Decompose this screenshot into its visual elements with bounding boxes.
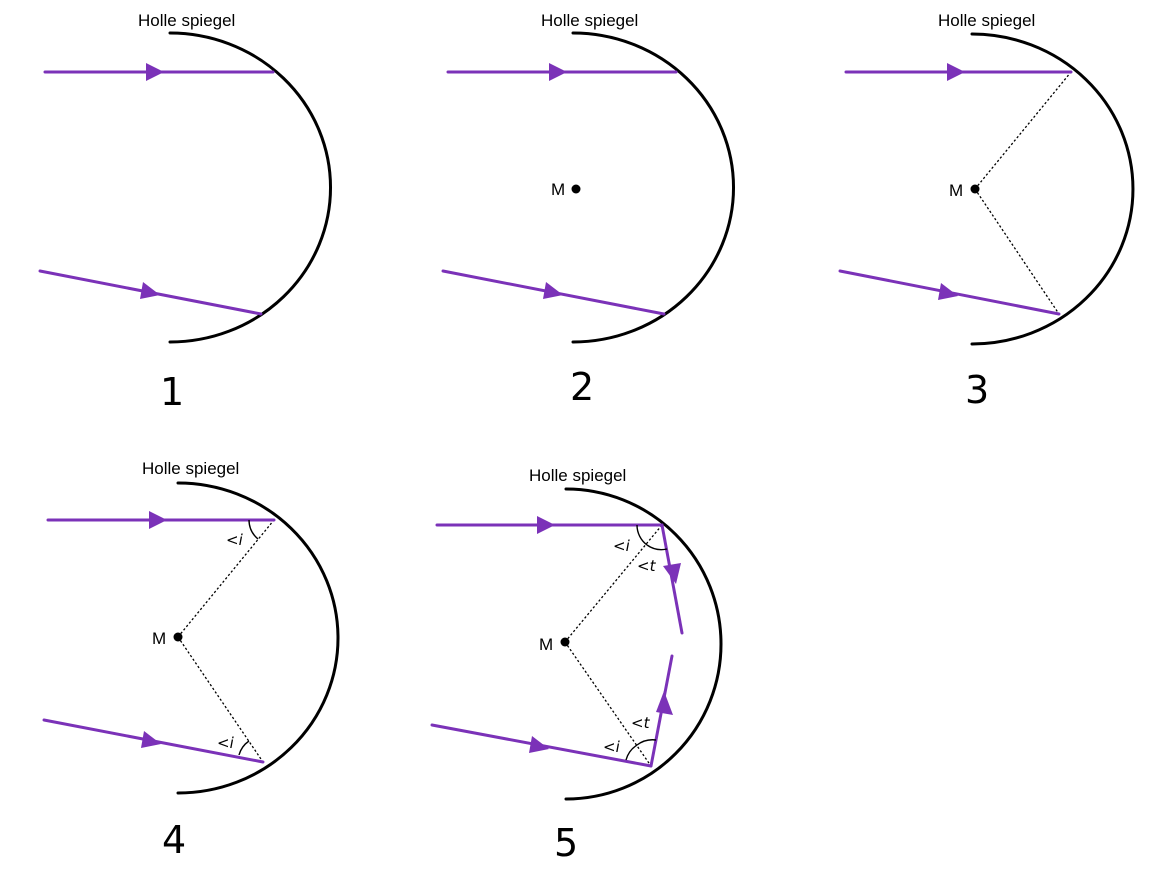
ray-arrow-top — [549, 63, 567, 81]
ray-arrow-top — [149, 511, 167, 529]
normal-line-top — [564, 524, 663, 643]
panel-5: Holle spiegel M <i <t <t <i 5 — [430, 466, 723, 865]
center-point-dot — [571, 184, 581, 194]
angle-arc-incidence-top — [636, 524, 648, 546]
step-number: 1 — [160, 370, 184, 414]
step-number: 5 — [554, 821, 578, 865]
mirror-label: Holle spiegel — [142, 459, 239, 478]
panel-2: Holle spiegel M 2 — [441, 11, 736, 409]
concave-mirror — [168, 31, 333, 344]
angle-arc-incidence-bottom — [625, 744, 638, 761]
angle-label-reflection-top: <t — [637, 557, 657, 575]
ray-arrow-top — [537, 516, 555, 534]
angle-label-incidence-bottom: <i — [603, 738, 621, 756]
mirror-label: Holle spiegel — [529, 466, 626, 485]
angle-label-reflection-bottom: <t — [631, 714, 651, 732]
center-point-label: M — [551, 180, 565, 199]
step-number: 3 — [965, 368, 989, 412]
ray-arrow-bottom — [141, 731, 161, 748]
ray-arrow-bottom — [529, 736, 549, 753]
center-point-dot — [173, 632, 183, 642]
ray-arrow-bottom — [938, 283, 958, 300]
panel-1: Holle spiegel 1 — [38, 11, 333, 414]
reflected-arrow-bottom — [656, 691, 673, 715]
step-number: 4 — [162, 818, 186, 862]
panel-3: Holle spiegel M 3 — [838, 11, 1135, 412]
normal-line-bottom — [564, 641, 652, 767]
concave-mirror — [970, 32, 1135, 346]
center-point-label: M — [539, 635, 553, 654]
mirror-label: Holle spiegel — [138, 11, 235, 30]
center-point-label: M — [949, 181, 963, 200]
ray-arrow-top — [947, 63, 965, 81]
center-point-dot — [560, 637, 570, 647]
step-number: 2 — [570, 365, 594, 409]
concave-mirror — [564, 487, 723, 801]
normal-line-top — [177, 519, 275, 638]
center-point-label: M — [152, 629, 166, 648]
angle-arc-reflection-top — [646, 544, 668, 551]
reflected-ray-top — [660, 523, 684, 635]
angle-label-incidence-top: <i — [226, 531, 244, 549]
normal-line-bottom — [177, 636, 264, 763]
center-point-dot — [970, 184, 980, 194]
mirror-label: Holle spiegel — [938, 11, 1035, 30]
ray-arrow-top — [146, 63, 164, 81]
panel-4: Holle spiegel M <i <i 4 — [42, 459, 340, 862]
angle-label-incidence-bottom: <i — [217, 734, 235, 752]
angle-arc-incidence-top — [248, 519, 259, 540]
concave-mirror — [176, 481, 340, 795]
angle-label-incidence-top: <i — [613, 537, 631, 555]
reflected-arrow-top — [663, 563, 681, 584]
normal-line-top — [974, 71, 1072, 190]
angle-arc-reflection-bottom — [636, 739, 657, 746]
angle-arc-incidence-bottom — [238, 740, 250, 756]
ray-arrow-bottom — [140, 282, 160, 299]
normal-line-bottom — [974, 188, 1060, 315]
ray-arrow-bottom — [543, 282, 563, 299]
mirror-label: Holle spiegel — [541, 11, 638, 30]
concave-mirror — [571, 31, 736, 344]
